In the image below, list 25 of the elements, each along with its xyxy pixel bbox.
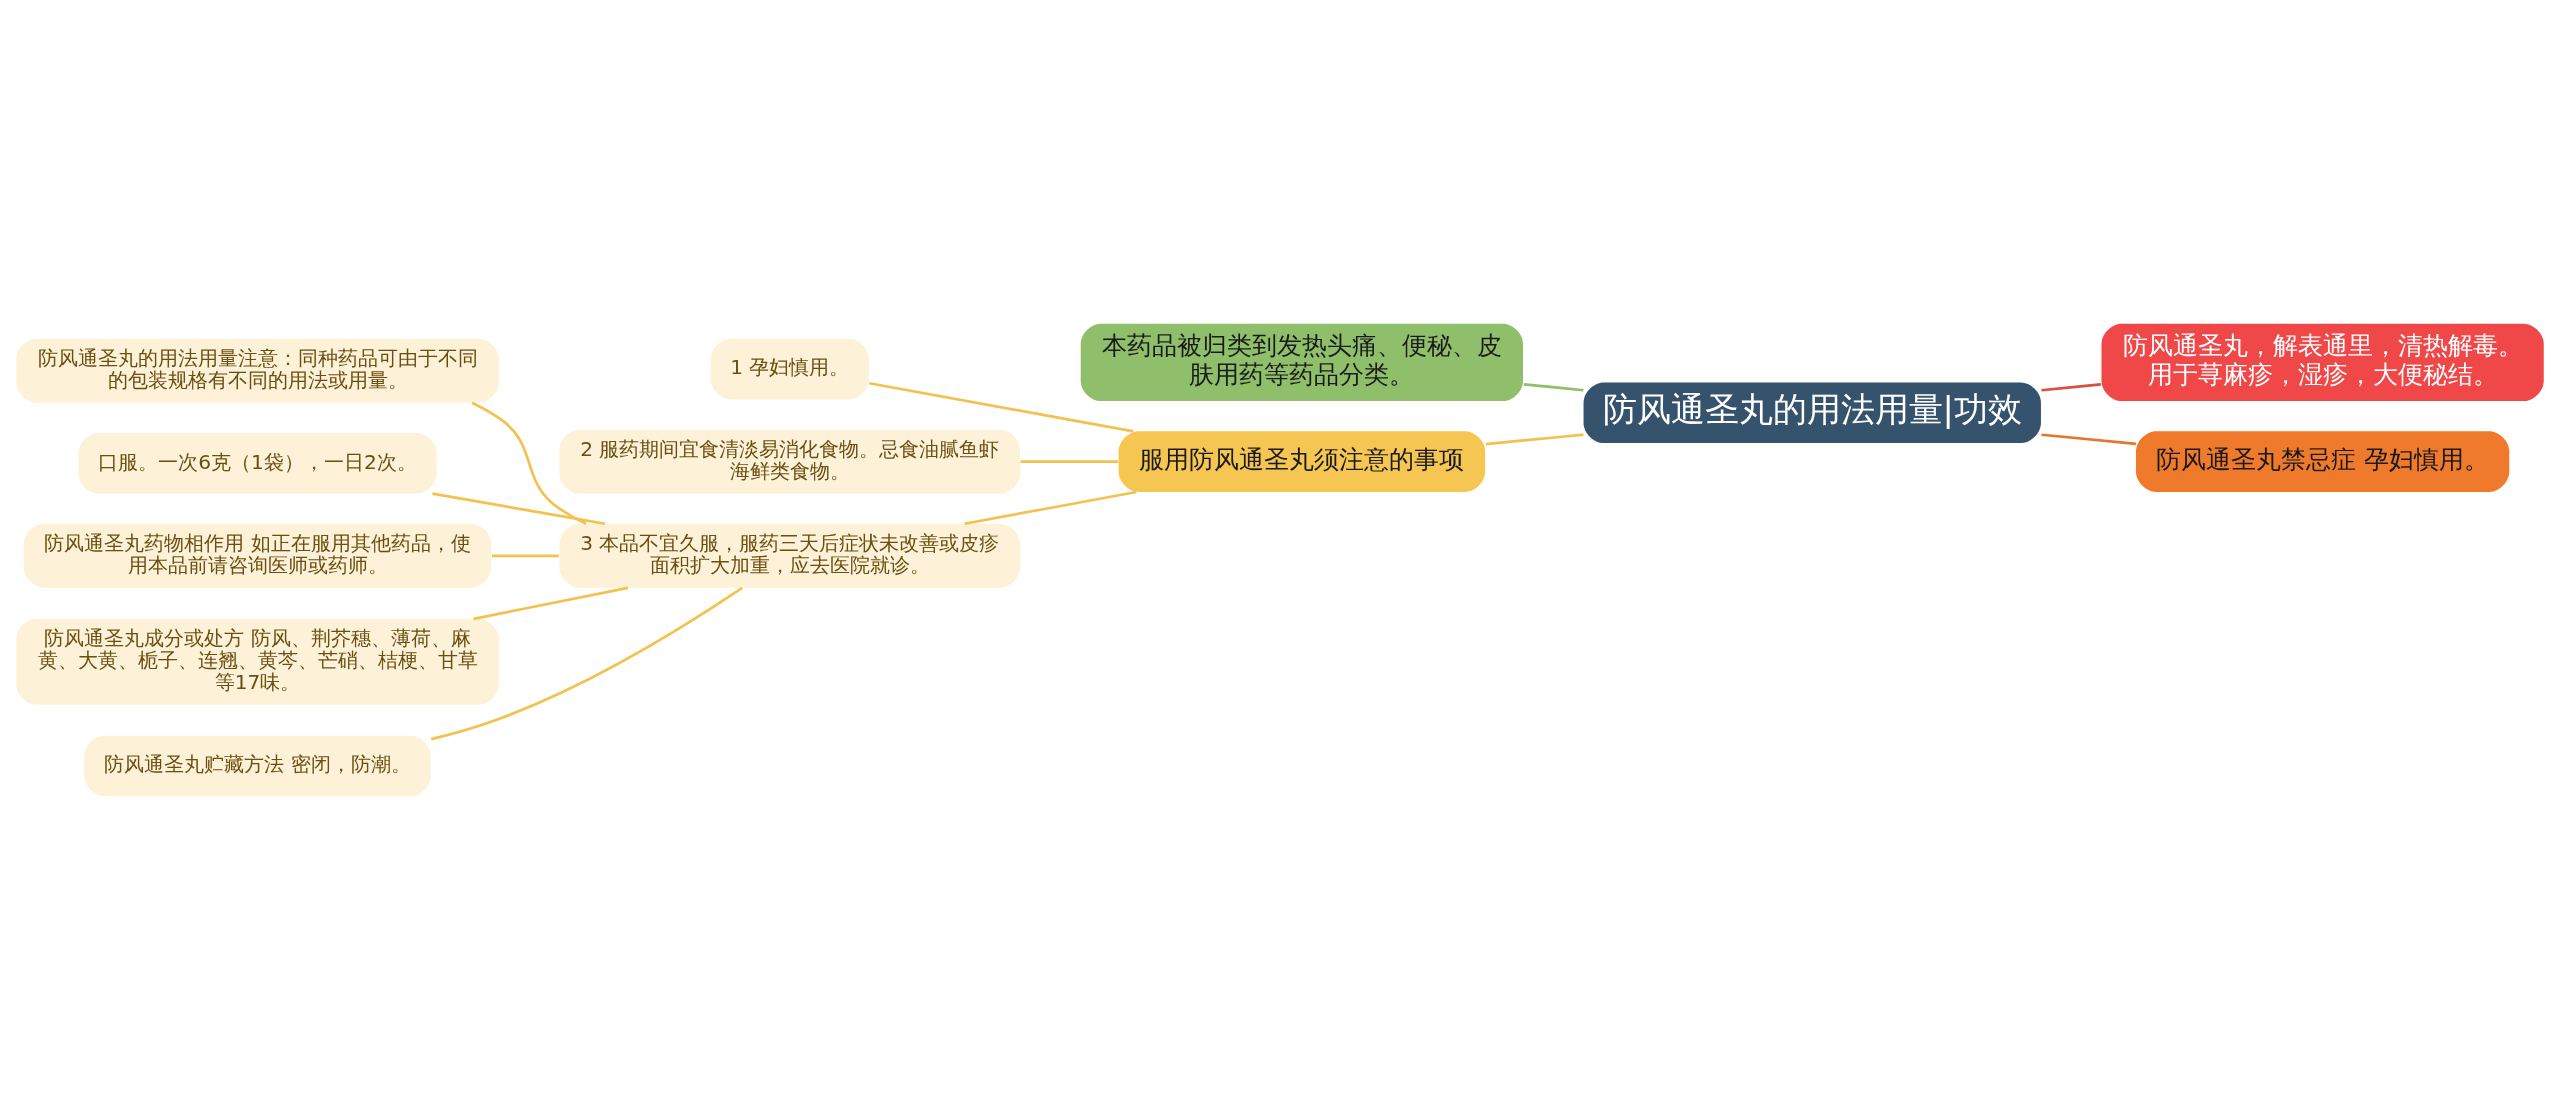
node-box: 2 服药期间宜食清淡易消化食物。忌食油腻鱼虾海鲜类食物。 [559,429,1021,494]
connector [2041,382,2101,392]
connector [491,553,559,557]
node-box: 防风通圣丸禁忌症 孕妇慎用。 [2135,430,2510,492]
node-box: 口服。一次6克（1袋），一日2次。 [78,432,437,494]
connector [1485,432,1584,445]
node-box: 防风通圣丸成分或处方 防风、荆芥穗、薄荷、麻黄、大黄、栀子、连翘、黄芩、芒硝、桔梗、甘草等17味。 [16,618,499,705]
connector [1020,459,1119,463]
connector [1523,382,1584,392]
node-box: 防风通圣丸贮藏方法 密闭，防潮。 [84,735,431,796]
node-box: 本药品被归类到发热头痛、便秘、皮肤用药等药品分类。 [1080,323,1523,401]
connector [432,491,606,525]
connector [869,381,1134,433]
connector [473,586,629,620]
node-box: 服用防风通圣丸须注意的事项 [1118,430,1486,492]
connector [430,586,743,740]
node-box: 防风通圣丸的用法用量|功效 [1583,382,2041,443]
node-box: 1 孕妇慎用。 [710,338,869,399]
connector [964,490,1137,525]
node-box: 3 本品不宜久服，服药三天后症状未改善或皮疹面积扩大加重，应去医院就诊。 [559,523,1021,588]
node-box: 防风通圣丸，解表通里，清热解毒。用于荨麻疹，湿疹，大便秘结。 [2101,323,2544,401]
node-box: 防风通圣丸药物相作用 如正在服用其他药品，使用本品前请咨询医师或药师。 [23,523,492,588]
node-box: 防风通圣丸的用法用量注意：同种药品可由于不同的包装规格有不同的用法或用量。 [16,338,499,403]
connector [471,401,587,525]
connector [2041,432,2137,445]
